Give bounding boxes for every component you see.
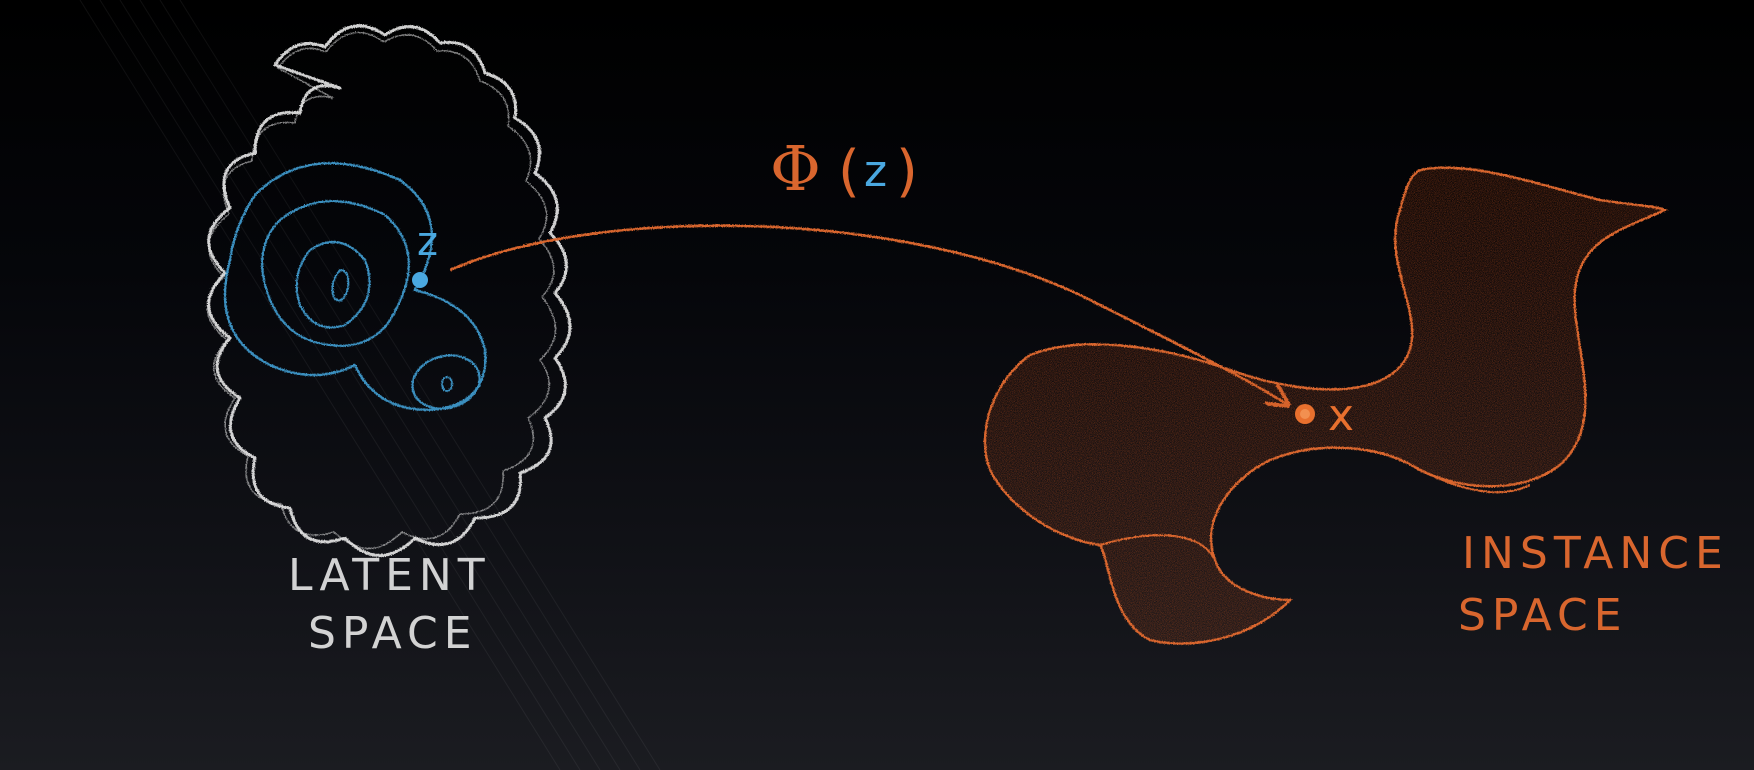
mapping-label: Φ ( z ) — [770, 132, 918, 205]
open-paren: ( — [838, 139, 860, 204]
phi-symbol: Φ — [770, 132, 821, 205]
instance-point-highlight — [1300, 409, 1310, 419]
mapping-argument: z — [864, 146, 887, 197]
latent-point-label: z — [417, 219, 444, 265]
latent-space-cloud — [206, 24, 572, 557]
instance-space-label-line2: SPACE — [1458, 590, 1628, 641]
instance-space-manifold — [983, 166, 1669, 645]
instance-point-label: x — [1328, 390, 1354, 441]
latent-space-label-line2: SPACE — [308, 608, 478, 659]
close-paren: ) — [896, 139, 918, 204]
latent-density-contours — [223, 162, 487, 412]
latent-point-dot — [412, 272, 428, 288]
instance-space-label-line1: INSTANCE — [1462, 528, 1729, 579]
latent-space-label-line1: LATENT — [288, 550, 491, 601]
